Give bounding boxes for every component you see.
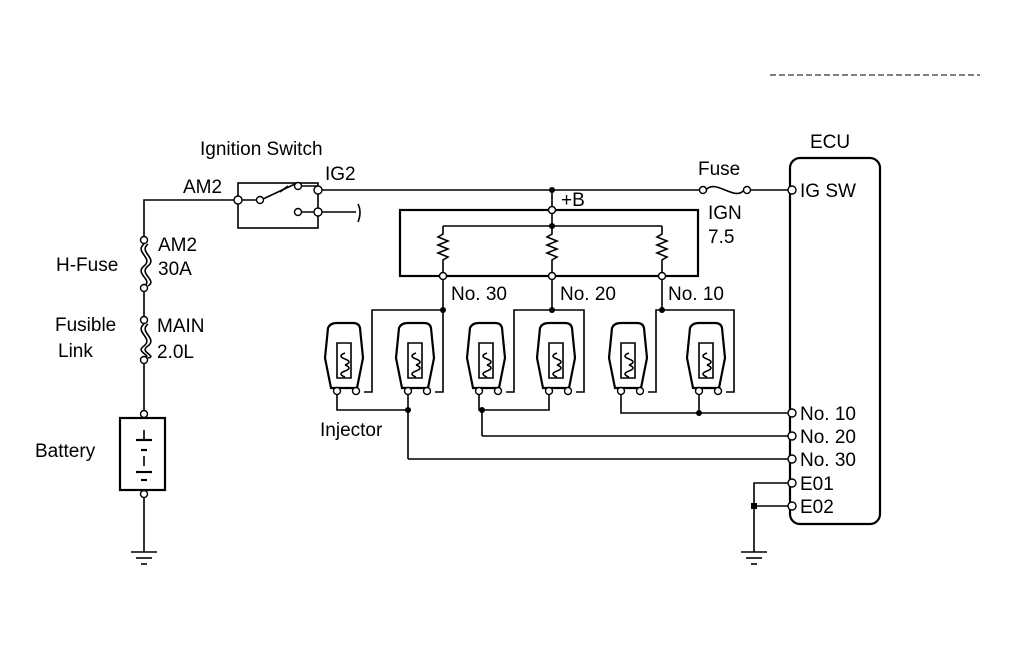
ecu-pin-no30: No. 30	[800, 450, 856, 471]
ecu-ground	[741, 482, 788, 565]
h-fuse-name: AM2	[158, 235, 197, 256]
ecu-pin-ig-sw: IG SW	[800, 181, 856, 202]
h-fuse-label: H-Fuse	[56, 255, 118, 276]
injector-feeds	[364, 280, 735, 393]
resistor-label-no20: No. 20	[560, 284, 616, 305]
ig-line: Fuse IGN 7.5 +B	[322, 159, 788, 248]
resistor-label-no10: No. 10	[668, 284, 724, 305]
battery-label: Battery	[35, 441, 96, 462]
injector-4	[535, 321, 577, 396]
injector-2	[394, 321, 436, 396]
injector-label: Injector	[320, 420, 383, 441]
injector-6	[685, 321, 727, 396]
injector-5	[607, 321, 649, 396]
resistor-label-no30: No. 30	[451, 284, 507, 305]
injector-1	[323, 321, 365, 396]
ground-symbol-left	[131, 551, 157, 565]
h-fuse-rating: 30A	[158, 259, 192, 280]
fusible-name: MAIN	[157, 316, 205, 337]
ignition-switch-label: Ignition Switch	[200, 139, 323, 160]
battery: Battery	[35, 409, 167, 499]
h-fuse: H-Fuse AM2 30A	[56, 235, 197, 293]
ecu-pin-e02: E02	[800, 497, 834, 518]
ecu-pin-no20: No. 20	[800, 427, 856, 448]
ign-rating: 7.5	[708, 227, 734, 248]
supply-chain: H-Fuse AM2 30A Fusible Link MAIN 2.0L	[35, 199, 234, 565]
am2-terminal-label: AM2	[183, 177, 222, 198]
ecu-pin-e01: E01	[800, 474, 834, 495]
ign-label: IGN	[708, 203, 742, 224]
ecu-title: ECU	[810, 132, 850, 153]
injector-outputs	[336, 395, 788, 460]
ecu: ECU IG SW No. 10 No. 20 No. 30 E01 E02	[787, 132, 882, 526]
ecu-box	[788, 156, 882, 526]
resistor-pack: No. 30 No. 20 No. 10	[398, 193, 724, 305]
ignition-switch: Ignition Switch AM2 IG2	[183, 139, 361, 229]
fuse-label: Fuse	[698, 159, 740, 180]
fusible-link: Fusible Link MAIN 2.0L	[55, 315, 205, 365]
fusible-label: Fusible	[55, 315, 116, 336]
ecu-pin-no10: No. 10	[800, 404, 856, 425]
injector-group: Injector	[320, 321, 727, 441]
ig2-terminal-label: IG2	[325, 164, 356, 185]
link-label: Link	[58, 341, 93, 362]
plus-b-label: +B	[561, 190, 585, 211]
injector-3	[465, 321, 507, 396]
fusible-rating: 2.0L	[157, 342, 194, 363]
